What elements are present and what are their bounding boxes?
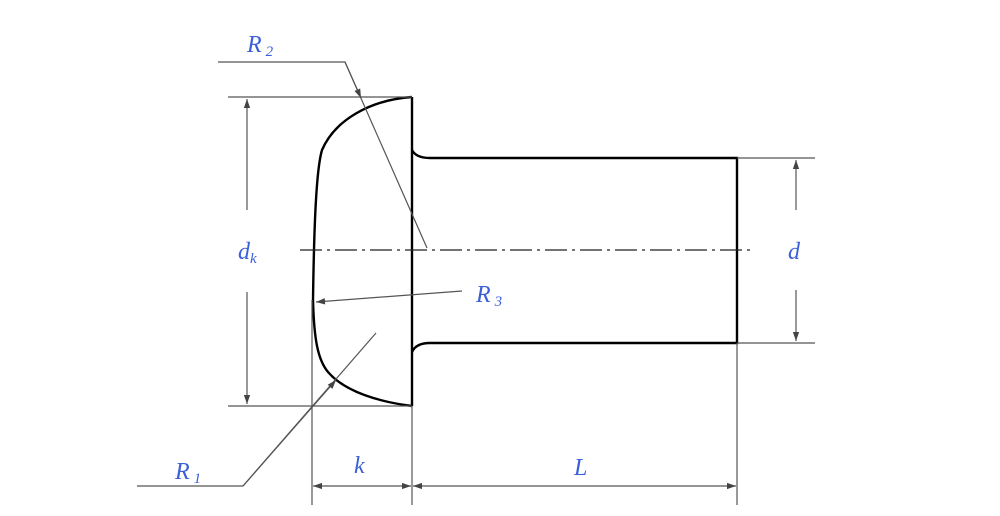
r1-leader (137, 332, 377, 487)
head-dome (311, 95, 413, 408)
L-label: L (574, 455, 588, 481)
k-label: k (354, 453, 365, 479)
r3-leader (315, 290, 463, 305)
dimension-lines (137, 61, 815, 505)
shank (410, 149, 739, 353)
rivet-outline (311, 95, 739, 408)
dk-label: dk (238, 239, 257, 267)
r2-leader (218, 61, 428, 249)
d-label: d (788, 239, 800, 265)
